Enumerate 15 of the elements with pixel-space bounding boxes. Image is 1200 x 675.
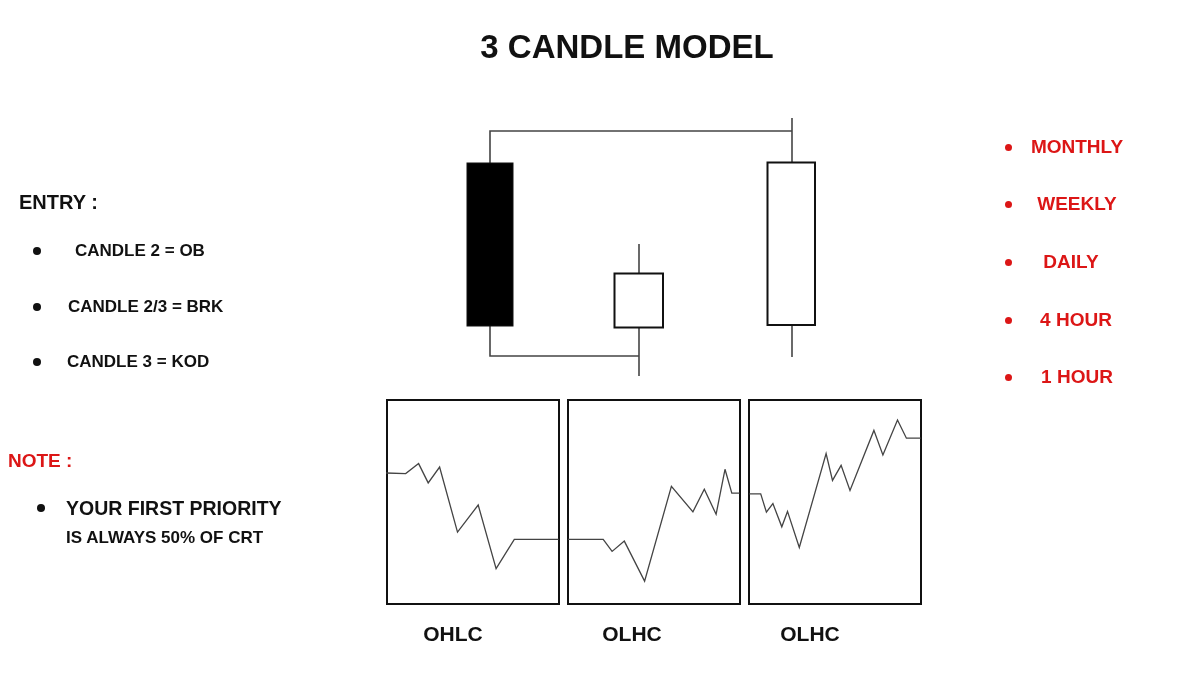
list-item-text: CANDLE 3 = KOD [67, 351, 210, 373]
timeframe-label: DAILY [1043, 250, 1099, 274]
timeframe-label: WEEKLY [1037, 192, 1117, 216]
timeframe-label: MONTHLY [1030, 135, 1124, 159]
list-item-text: CANDLE 2 = OB [75, 240, 205, 262]
note-text: YOUR FIRST PRIORITY IS ALWAYS 50% OF CRT [66, 496, 283, 550]
list-item-text: CANDLE 2/3 = BRK [68, 296, 224, 318]
title: 3 CANDLE MODEL [480, 27, 774, 67]
section-heading: ENTRY : [19, 190, 98, 214]
timeframe-label: 4 HOUR [1040, 308, 1112, 332]
timeframe-label: 1 HOUR [1041, 365, 1113, 389]
chart-caption: OLHC [602, 621, 662, 647]
note-heading: NOTE : [8, 449, 73, 473]
chart-caption: OHLC [423, 621, 483, 647]
chart-caption: OLHC [780, 621, 840, 647]
